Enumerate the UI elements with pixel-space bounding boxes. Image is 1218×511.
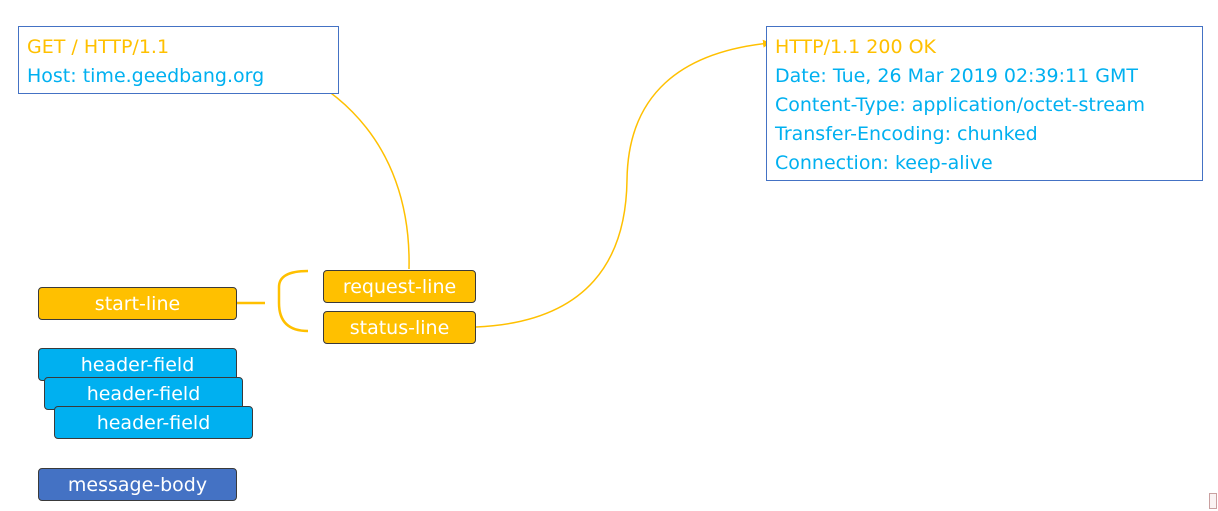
header-field-block: header-field (54, 406, 253, 439)
response-content-type-line: Content-Type: application/octet-stream (775, 94, 1146, 116)
status-line-block: status-line (323, 311, 476, 344)
response-status-line: HTTP/1.1 200 OK (775, 36, 936, 58)
response-date-line: Date: Tue, 26 Mar 2019 02:39:11 GMT (775, 65, 1138, 87)
page-corner-mark (1209, 493, 1217, 509)
message-body-block: message-body (38, 468, 237, 501)
response-example-box: HTTP/1.1 200 OK Date: Tue, 26 Mar 2019 0… (766, 26, 1203, 181)
start-line-block: start-line (38, 287, 237, 320)
header-field-block: header-field (38, 348, 237, 381)
status-line-arrow (475, 39, 771, 328)
response-connection-line: Connection: keep-alive (775, 152, 993, 174)
request-line-block: request-line (323, 270, 476, 303)
request-example-line: GET / HTTP/1.1 (27, 36, 170, 58)
response-transfer-encoding-line: Transfer-Encoding: chunked (775, 123, 1038, 145)
request-example-box: GET / HTTP/1.1 Host: time.geedbang.org (18, 26, 339, 94)
request-host-line: Host: time.geedbang.org (27, 65, 265, 87)
start-line-brace (237, 269, 309, 333)
